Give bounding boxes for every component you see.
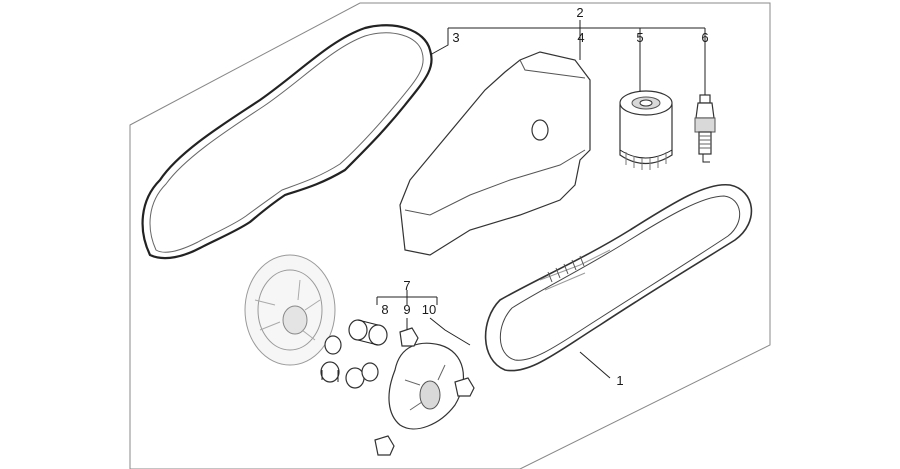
spark-plug-icon (694, 94, 716, 163)
callout-7: 7 (403, 278, 410, 293)
callout-9: 9 (403, 302, 410, 317)
drive-belt-icon (484, 184, 753, 372)
variator-pulley-icon (244, 254, 336, 366)
callout-2: 2 (576, 5, 583, 20)
ramp-plate-icon (388, 342, 464, 430)
callout-8: 8 (381, 302, 388, 317)
callout-10: 10 (422, 302, 436, 317)
oil-filter-icon (619, 90, 673, 170)
callout-3: 3 (452, 30, 459, 45)
kit-boundary-outline (129, 2, 771, 469)
callout-6: 6 (701, 30, 708, 45)
callout-5: 5 (636, 30, 643, 45)
callout-4: 4 (577, 30, 584, 45)
callout-leaders (376, 20, 706, 379)
callout-1: 1 (616, 373, 623, 388)
roller-weights-icon (320, 319, 388, 389)
gasket-icon (141, 24, 433, 260)
clip-icon (454, 377, 475, 397)
slider-icon (374, 327, 419, 456)
air-filter-icon (399, 51, 591, 256)
